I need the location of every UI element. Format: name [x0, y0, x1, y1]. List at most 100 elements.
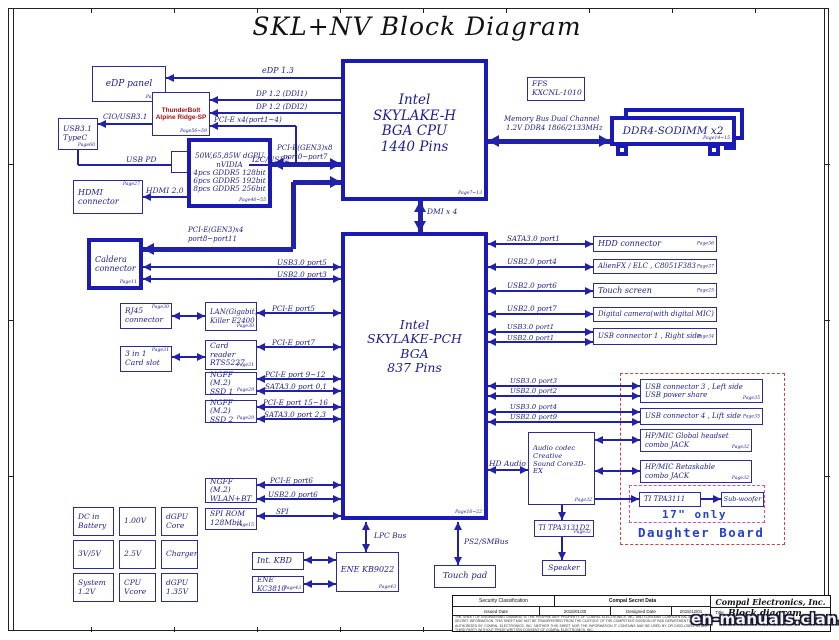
- edge-line-h-2: [210, 112, 341, 114]
- ene-kb9022-text: ENE KB9022: [337, 565, 398, 574]
- dgpu-nvidia-pageref: Page46~55: [239, 198, 266, 203]
- rail-charger: Charger: [161, 540, 198, 569]
- audio-codec-line-0: Audio codec: [533, 444, 576, 452]
- card-reader-rts5227-line-0: Card reader: [210, 341, 236, 359]
- edge-line-h-36: [595, 439, 640, 441]
- lan-killer-e2400-pageref: Page30: [236, 324, 254, 329]
- usb-connector-1-pageref: Page34: [696, 334, 714, 339]
- usb-connector-3-line-1: USB power share: [645, 391, 708, 399]
- ti-tpa3131d2-pageref: Page32: [573, 530, 591, 535]
- frame-tick: [91, 8, 92, 13]
- alienfx-elc-line-0: AlienFX / ELC , C8051F383: [598, 262, 697, 271]
- arrowhead: [172, 353, 180, 361]
- arrowhead: [333, 343, 341, 351]
- arrowhead: [328, 556, 336, 564]
- edge-label-8: PCI-E(GEN3)x8: [277, 144, 333, 152]
- arrowhead: [333, 512, 341, 520]
- audio-codec-line-1: Creative: [533, 451, 563, 460]
- arrowhead: [257, 343, 265, 351]
- arrowhead: [585, 310, 593, 318]
- ffs-kxcnl-line-1: KXCNL-1010: [532, 88, 582, 97]
- ngff-ssd1-line-0: NGFF (M.2): [210, 369, 233, 388]
- rail-dgpu-1-35v-line-1: 1.35V: [166, 586, 189, 596]
- frame-tick: [8, 476, 13, 477]
- rj45-connector-pageref: Page30: [151, 305, 169, 310]
- arrowhead: [414, 221, 426, 232]
- edge-line-h-18: [257, 390, 341, 392]
- arrowhead: [210, 122, 218, 130]
- edge-line-h-41: [304, 583, 336, 585]
- arrowhead: [488, 392, 496, 400]
- digital-camera-line-0: Digital camera(with digital MIC): [598, 310, 714, 319]
- ngff-wlan-bt: NGFF (M.2)WLAN+BT: [205, 477, 257, 503]
- edge-line-h-28: [488, 313, 593, 315]
- daughter-board: [620, 373, 785, 545]
- edge-line-h-4: [98, 123, 152, 125]
- edge-label-3: PCI-E x4(port1~4): [214, 115, 282, 124]
- rail-3v-5v-line-0: 3V/5V: [78, 549, 101, 559]
- arrowhead: [631, 495, 639, 503]
- rail-charger-text: Charger: [162, 550, 197, 559]
- card-reader-rts5227-pageref: Page31: [236, 363, 254, 368]
- edge-label-7: HDMI 2.0: [146, 186, 184, 195]
- ddr4-sodimm-text: DDR4-SODIMM x2: [614, 125, 732, 137]
- arrowhead: [632, 436, 640, 444]
- rj45-connector-line-0: RJ45: [125, 306, 144, 316]
- pch-skylake-line-3: 837 Pins: [387, 360, 442, 376]
- arrowhead: [257, 309, 265, 317]
- caldera-connector-line-1: connector: [95, 264, 136, 273]
- edge-line-h-40: [304, 559, 336, 561]
- usb31-typec-pageref: Page60: [77, 143, 95, 148]
- rail-2-5v-text: 2.5V: [120, 550, 155, 559]
- rail-system-1-2v-line-0: System: [78, 577, 106, 587]
- ddr4-foot-left: [616, 144, 628, 156]
- rj45-connector-line-1: connector: [125, 315, 164, 324]
- pch-skylake-line-1: SKYLAKE-PCH: [367, 331, 462, 347]
- ddr4-sodimm-pageref: Page14~15: [703, 136, 730, 141]
- sub-woofer: Sub-woofer: [721, 492, 764, 507]
- edge-label-40: Daughter Board: [638, 525, 765, 540]
- edge-label-39: 17" only: [662, 508, 727, 521]
- arrowhead: [362, 522, 370, 530]
- edge-line-h-34: [488, 421, 640, 423]
- arrowhead: [488, 382, 496, 390]
- usb31-typec-line-0: USB3.1: [63, 124, 92, 134]
- spi-rom-line-1: 128Mbit: [210, 518, 243, 527]
- edge-label-22: SATA3.0 port 2,3: [264, 410, 326, 419]
- edge-line-h-35: [488, 469, 528, 471]
- card-slot-3in1-line-0: 3 in 1: [125, 349, 147, 359]
- usb-connector-1-text: USB connector 1 , Right side: [594, 332, 716, 340]
- arrowhead: [197, 312, 205, 320]
- edge-line-v-5: [457, 522, 459, 565]
- edge-line-h-38: [595, 498, 639, 500]
- digital-camera-text: Digital camera(with digital MIC): [594, 310, 716, 318]
- arrowhead: [488, 328, 496, 336]
- pch-skylake-pageref: Page16~22: [455, 510, 482, 515]
- edge-line-h-29: [488, 331, 593, 333]
- edge-line-h-39: [701, 498, 721, 500]
- touch-pad-line-0: Touch pad: [442, 570, 488, 581]
- ti-tpa3111: TI TPA3111: [639, 492, 701, 507]
- lan-killer-e2400-line-0: LAN(Gigabit): [210, 308, 258, 317]
- edge-line-h-19: [257, 406, 341, 408]
- ddr4-foot-right: [708, 144, 720, 156]
- ngff-wlan-bt-line-1: WLAN+BT: [210, 493, 252, 503]
